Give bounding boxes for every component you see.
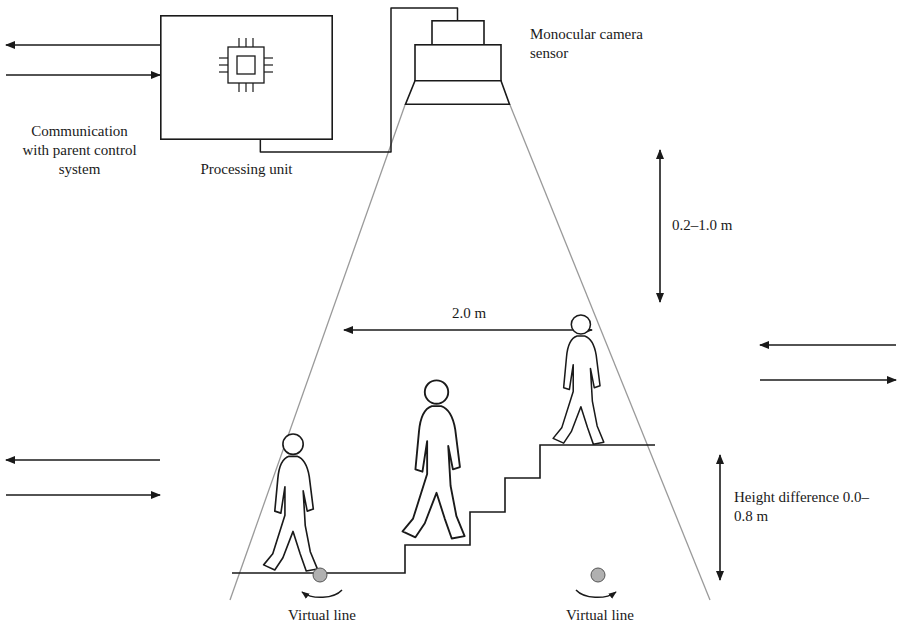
- person-figure: [264, 434, 318, 571]
- chip-pin: [219, 57, 228, 58]
- chip-pin: [238, 83, 239, 92]
- chip-body: [228, 47, 264, 83]
- chip-core: [237, 56, 255, 74]
- motion-arrow: [760, 379, 896, 381]
- dimension-arrow: [344, 329, 592, 330]
- dimension-label: 0.2–1.0 m: [670, 216, 764, 235]
- chip-pin: [219, 71, 228, 72]
- virtual-line-label: Virtual line: [270, 606, 374, 625]
- chip-pin: [219, 64, 228, 65]
- rotation-arrow: [302, 590, 342, 597]
- rotation-arrow: [576, 590, 616, 597]
- chip-pin: [252, 83, 253, 92]
- virtual-line-marker: [591, 568, 605, 582]
- comm-arrow: [6, 74, 160, 76]
- motion-arrow: [760, 344, 896, 346]
- chip-pin: [264, 57, 273, 58]
- node-shape: [405, 20, 510, 105]
- comm-arrow: [6, 44, 160, 46]
- chip-pin: [238, 38, 239, 47]
- camera-top: [432, 21, 484, 45]
- node-shape: [160, 15, 333, 140]
- virtual-line-marker: [313, 568, 327, 582]
- dimension-arrow: [659, 150, 661, 302]
- camera-lens: [406, 81, 510, 104]
- node-label: Processing unit: [150, 160, 343, 179]
- chip-pin: [252, 38, 253, 47]
- person-figure: [553, 315, 604, 444]
- unit-outline: [161, 16, 332, 139]
- chip-pin: [264, 64, 273, 65]
- person-figure: [403, 380, 465, 538]
- chip-icon: [219, 38, 273, 92]
- dimension-arrow: [719, 455, 721, 580]
- camera-body: [415, 45, 501, 81]
- dimension-label: 2.0 m: [427, 304, 511, 323]
- chip-pin: [245, 38, 246, 47]
- virtual-line-label: Virtual line: [548, 606, 652, 625]
- dimension-label: Height difference 0.0–0.8 m: [732, 488, 886, 526]
- chip-pin: [245, 83, 246, 92]
- comm-label: Communication with parent control system: [20, 122, 139, 178]
- view-line: [510, 105, 710, 600]
- camera-sensor: Monocular camera sensor: [405, 20, 510, 105]
- motion-arrow: [6, 459, 160, 461]
- node-label: Monocular camera sensor: [530, 25, 650, 63]
- motion-arrow: [6, 494, 160, 496]
- chip-pin: [264, 71, 273, 72]
- processing-unit-box: Processing unit: [160, 15, 333, 140]
- view-line: [230, 105, 405, 600]
